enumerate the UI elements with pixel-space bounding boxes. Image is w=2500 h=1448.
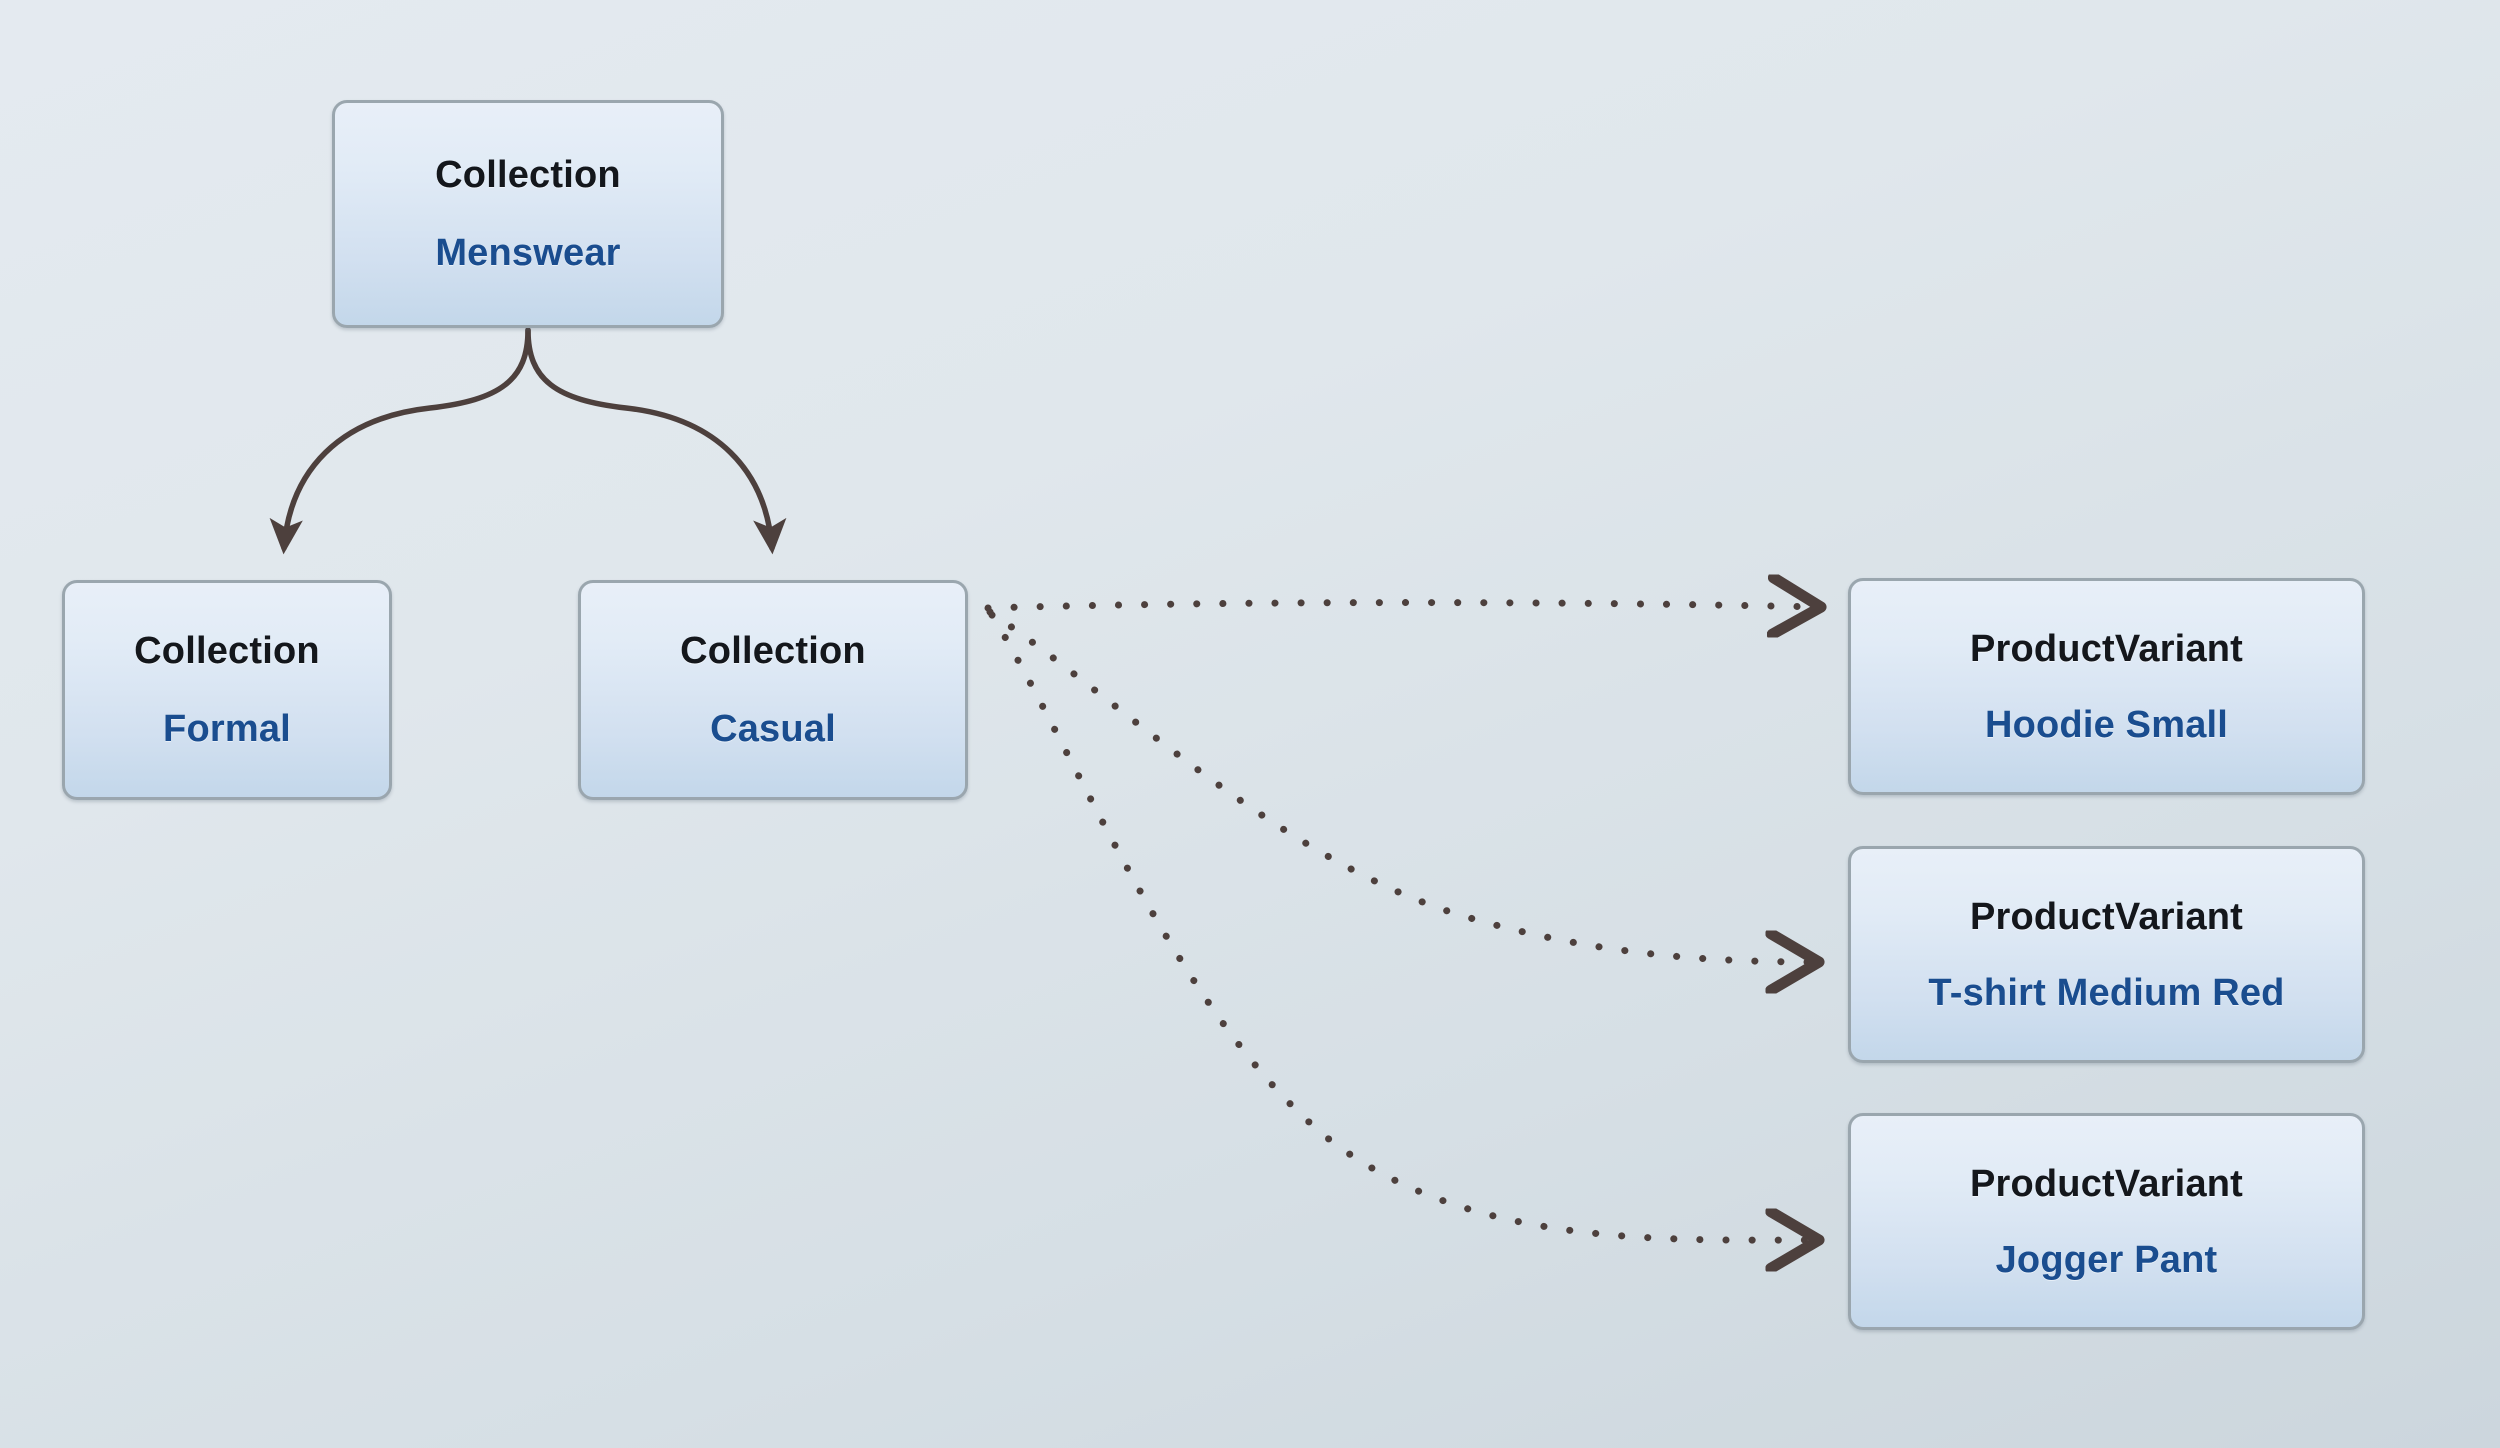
node-type-label: Collection: [435, 154, 621, 196]
edge-menswear-formal: [269, 327, 531, 555]
node-type-label: ProductVariant: [1969, 627, 2244, 670]
node-type-label: Collection: [680, 630, 866, 672]
node-type-label: ProductVariant: [1969, 895, 2244, 938]
node-type-label: Collection: [134, 630, 320, 672]
node-collection-menswear[interactable]: Collection Menswear: [332, 100, 724, 328]
node-collection-formal[interactable]: Collection Formal: [62, 580, 392, 800]
node-value-label: Menswear: [435, 232, 621, 274]
node-productvariant-hoodie-small[interactable]: ProductVariant Hoodie Small: [1848, 578, 2365, 795]
node-productvariant-tshirt-medium-red[interactable]: ProductVariant T-shirt Medium Red: [1848, 846, 2365, 1063]
node-value-label: T-shirt Medium Red: [1928, 971, 2285, 1014]
edge-menswear-casual: [525, 327, 787, 555]
node-value-label: Casual: [710, 708, 836, 750]
edge-casual-jogger: [988, 611, 1818, 1240]
node-value-label: Hoodie Small: [1984, 703, 2229, 746]
node-type-label: ProductVariant: [1969, 1162, 2244, 1205]
edge-casual-tshirt: [986, 608, 1818, 962]
node-value-label: Formal: [163, 708, 291, 750]
node-productvariant-jogger-pant[interactable]: ProductVariant Jogger Pant: [1848, 1113, 2365, 1330]
node-collection-casual[interactable]: Collection Casual: [578, 580, 968, 800]
edge-casual-hoodie: [984, 603, 1820, 608]
node-value-label: Jogger Pant: [1995, 1238, 2218, 1281]
